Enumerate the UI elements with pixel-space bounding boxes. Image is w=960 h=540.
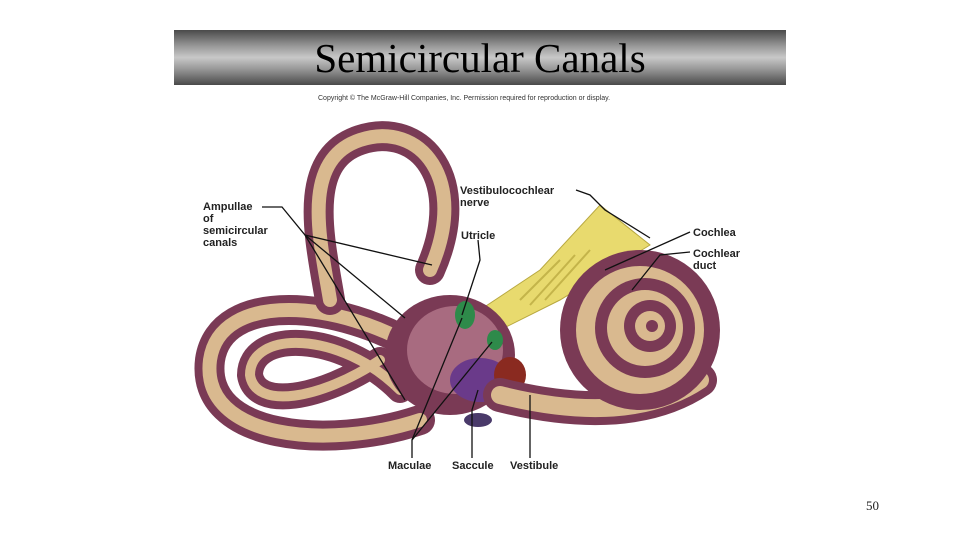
superior-canal-shape [319, 136, 445, 300]
label-vestibulocochlear-nerve: Vestibulocochlear nerve [460, 185, 554, 209]
page-number: 50 [866, 498, 879, 514]
label-saccule: Saccule [452, 460, 494, 472]
posterior-canal-shape [250, 343, 400, 396]
label-vestibule: Vestibule [510, 460, 558, 472]
label-utricle: Utricle [461, 230, 495, 242]
label-maculae: Maculae [388, 460, 431, 472]
label-cochlear-duct: Cochlear duct [693, 248, 740, 272]
label-ampullae: Ampullae of semicircular canals [203, 201, 268, 249]
label-cochlea: Cochlea [693, 227, 736, 239]
cochlea-spiral-shape [560, 250, 720, 410]
